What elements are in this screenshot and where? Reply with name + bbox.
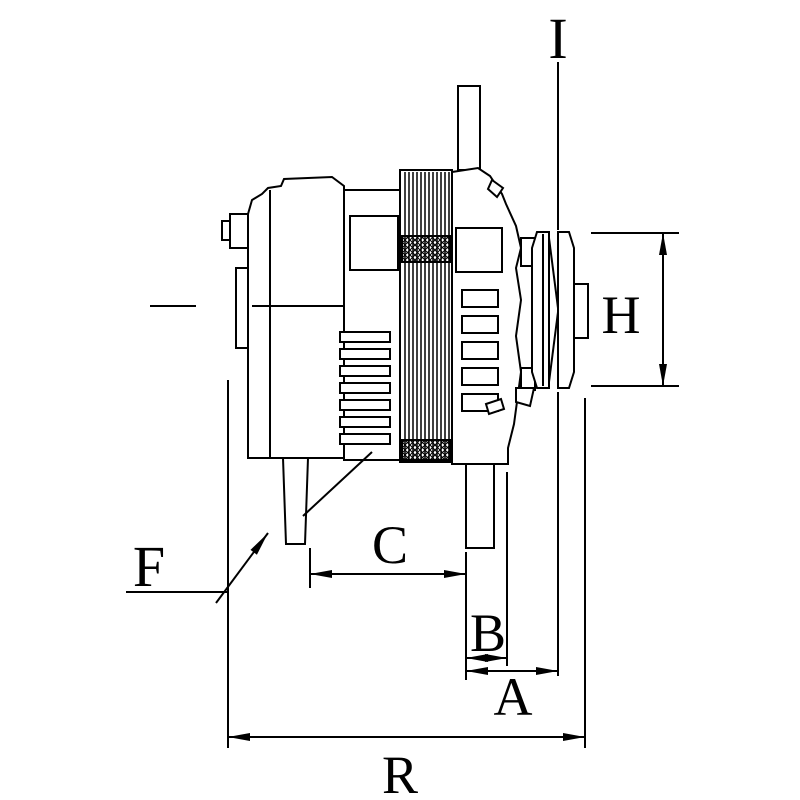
dim-F — [126, 532, 269, 604]
dim-label-I: I — [548, 6, 567, 71]
pulley-right-flange — [557, 231, 575, 389]
fan-band — [399, 169, 453, 463]
dimension-labels: I H F C B A R — [133, 6, 641, 800]
rear-mounting-foot — [281, 457, 310, 545]
dim-label-B: B — [470, 603, 506, 663]
rear-housing — [247, 175, 345, 459]
front-upper-lug — [486, 178, 505, 199]
rotor-hatch-lower — [401, 439, 451, 461]
pulley-hub-nut — [573, 283, 589, 339]
foot-brace-line — [302, 451, 373, 517]
dim-label-A: A — [494, 667, 533, 727]
front-mounting-foot — [465, 463, 495, 549]
rear-vent-slats — [339, 331, 391, 445]
front-lower-lug — [484, 397, 506, 416]
dim-R — [227, 380, 586, 748]
pulley-groove-lower — [548, 311, 559, 383]
dimension-lines — [126, 62, 679, 748]
dim-label-C: C — [372, 515, 408, 575]
dim-label-R: R — [382, 745, 418, 800]
front-bearing-block — [455, 227, 503, 273]
below-pulley-piece — [515, 387, 536, 408]
dim-A — [466, 667, 558, 675]
stator-top-block — [349, 215, 399, 271]
dim-label-F: F — [133, 534, 165, 599]
pulley-groove-upper — [548, 237, 559, 309]
pulley-left-flange — [531, 231, 550, 389]
alternator-drawing — [150, 85, 589, 549]
front-vent-slots — [461, 289, 499, 412]
rotor-hatch-upper — [401, 235, 451, 263]
top-stud — [457, 85, 481, 171]
fan-ribs — [404, 172, 450, 460]
dim-H — [591, 232, 679, 387]
terminal-body — [229, 213, 249, 249]
dim-B — [466, 472, 508, 666]
dim-label-H: H — [602, 285, 641, 345]
